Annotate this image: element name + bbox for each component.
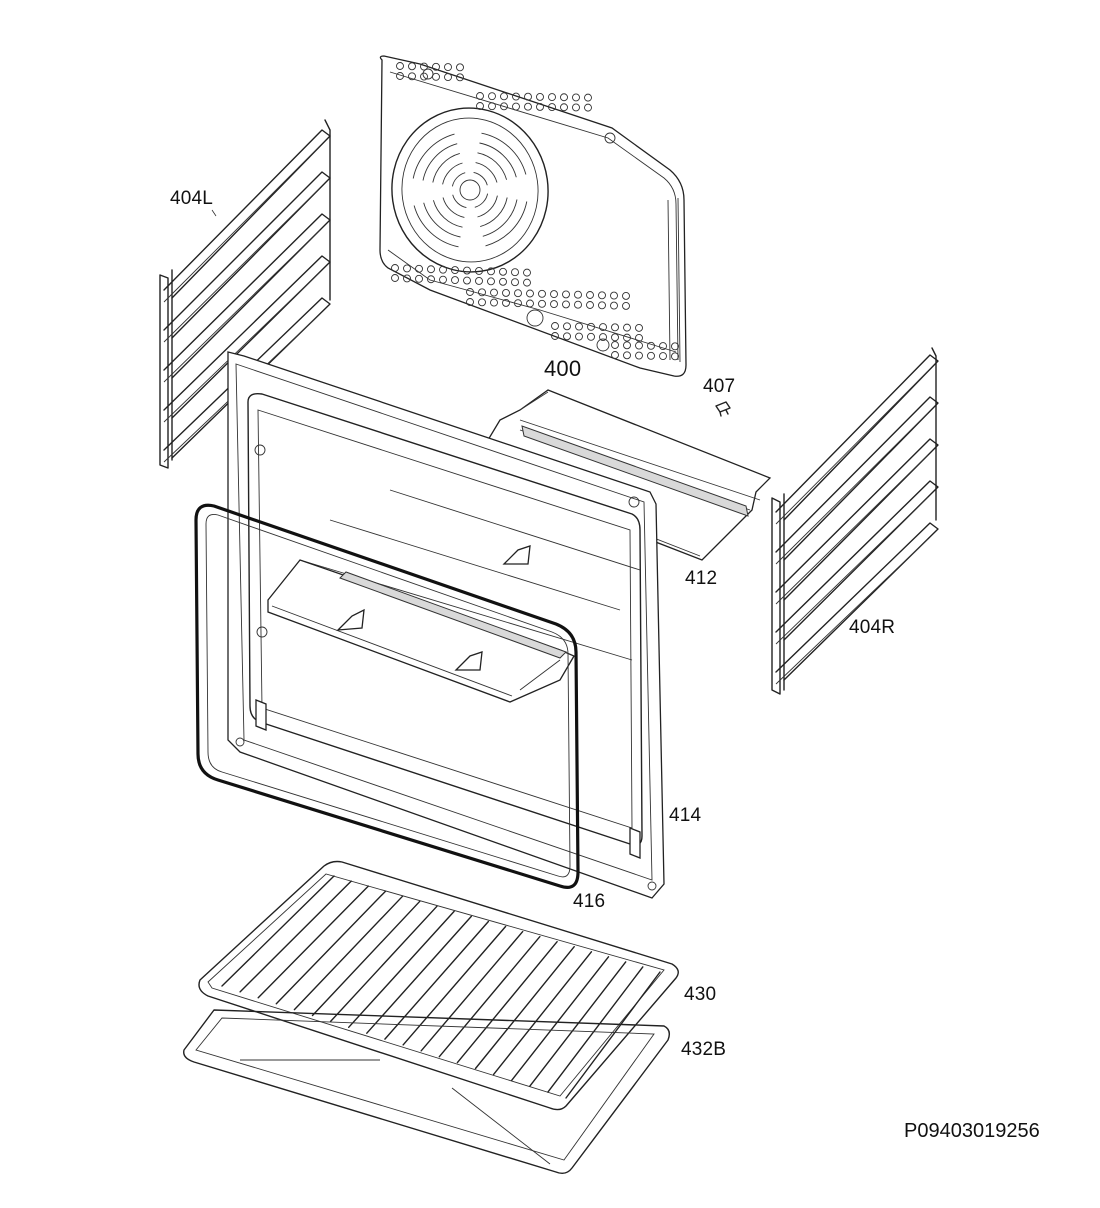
oven-cavity-frame [227, 351, 665, 899]
door-seal [194, 503, 580, 889]
wire-grid-shelf [198, 860, 679, 1111]
label-407: 407 [703, 376, 736, 397]
right-shelf-rack [771, 347, 939, 695]
baking-tray [183, 1009, 671, 1175]
label-430: 430 [684, 984, 717, 1005]
clip-part [715, 401, 731, 417]
label-412: 412 [685, 568, 718, 589]
label-404r: 404R [849, 617, 896, 638]
document-id: P09403019256 [904, 1120, 1040, 1142]
label-414: 414 [669, 805, 702, 826]
label-416: 416 [573, 891, 606, 912]
label-404l: 404L [170, 188, 214, 209]
oven-back-panel [379, 55, 687, 377]
label-432b: 432B [681, 1039, 727, 1060]
label-400: 400 [544, 356, 582, 381]
